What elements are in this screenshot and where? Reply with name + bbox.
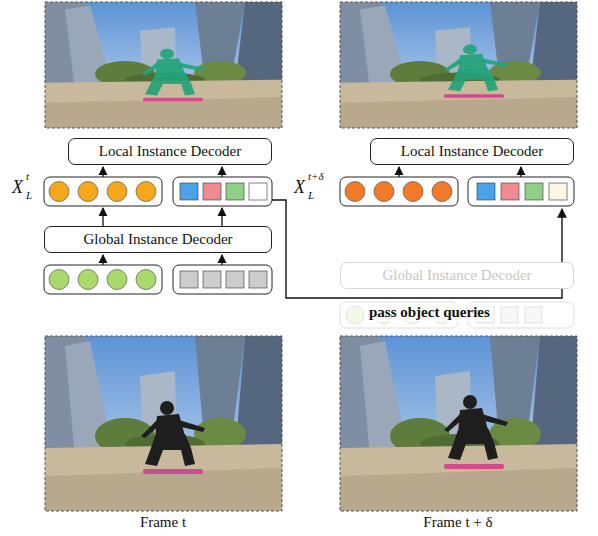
decoder-box: Local Instance Decoder <box>68 138 272 165</box>
decoder-label: Global Instance Decoder <box>83 231 232 248</box>
global-feature-tokens <box>44 265 162 294</box>
segmented-frame-t <box>45 2 282 128</box>
local-feature-tokens <box>340 177 458 206</box>
frame-caption: Frame t + δ <box>423 515 492 530</box>
faded-tokens <box>340 302 574 328</box>
math-subscript: L <box>26 190 32 201</box>
faded-decoder-box: Global Instance Decoder <box>340 262 574 289</box>
decoder-box: Local Instance Decoder <box>370 138 574 165</box>
math-superscript: t+δ <box>308 171 324 182</box>
math-superscript: t <box>26 171 29 182</box>
local-feature-tokens <box>44 177 162 206</box>
object-queries <box>173 177 272 206</box>
decoder-label: Local Instance Decoder <box>99 143 241 160</box>
frame-caption: Frame t <box>140 515 186 530</box>
math-symbol: X <box>294 178 305 196</box>
object-queries <box>468 177 574 206</box>
decoder-label: Local Instance Decoder <box>401 143 543 160</box>
segmented-frame-t-delta <box>340 2 577 128</box>
math-subscript: L <box>308 190 314 201</box>
video-frame-t-delta <box>340 336 577 511</box>
initial-queries <box>173 265 272 294</box>
video-frame-t <box>45 336 282 511</box>
decoder-box: Global Instance Decoder <box>44 226 272 253</box>
math-symbol: X <box>12 178 23 196</box>
decoder-label: Global Instance Decoder <box>382 267 531 284</box>
annotation: pass object queries <box>366 304 493 321</box>
